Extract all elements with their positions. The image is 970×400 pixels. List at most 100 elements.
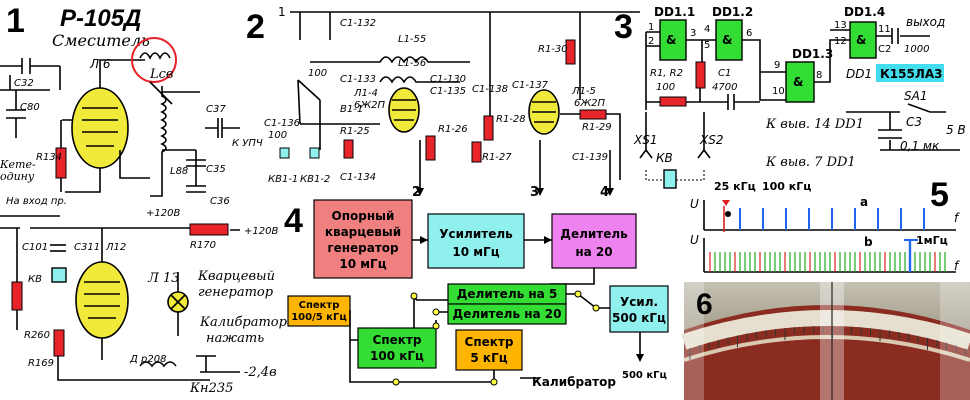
l12-label: Л12: [105, 242, 126, 253]
r129-label: R1-29: [582, 122, 612, 133]
v5-label: 5 В: [946, 123, 966, 137]
pin7-label: К выв. 7 DD1: [765, 155, 856, 170]
c3-value: 0,1 мк: [900, 139, 940, 153]
c80-label: C80: [20, 102, 40, 113]
xs2-label: XS2: [699, 133, 723, 147]
kvartsgen-label-2: генератор: [198, 285, 274, 300]
c1-label: C1: [718, 68, 731, 79]
v120-label: +120В: [146, 208, 180, 219]
v100-label: 100: [268, 130, 287, 141]
l155-label: L1-55: [398, 34, 426, 45]
c3-label: C3: [906, 115, 922, 129]
panel-number-3: 3: [614, 8, 633, 46]
spec100-line-2: 100 кГц: [370, 349, 424, 363]
spectrum-b-label: b: [864, 235, 873, 249]
c1-value: 4700: [712, 82, 737, 93]
axis-f-a: f: [954, 211, 960, 225]
r169-label: R169: [28, 358, 54, 369]
terminal-4: 4: [600, 185, 609, 200]
r126-label: R1-26: [438, 124, 468, 135]
panel-6-dial-photo: 6: [681, 282, 970, 400]
resistor-r170: [189, 223, 229, 236]
dr208-label: Д р208: [129, 354, 166, 365]
amp1-line-1: Усилитель: [439, 227, 513, 241]
l14b-label: 6Ж2П: [354, 100, 385, 111]
panel-1-mixer: 1 Р-105Д Смеситель C32 C80 Л 6 R134 Кете…: [0, 2, 288, 396]
pin-2: 2: [648, 36, 654, 47]
c2-value: 1000: [904, 44, 929, 55]
r127-label: R1-27: [482, 152, 512, 163]
vyhod-label: выход: [906, 15, 945, 29]
v24-label: -2,4в: [244, 365, 277, 380]
r128-label: R1-28: [496, 114, 526, 125]
dd11-label: DD1.1: [654, 5, 695, 19]
l14-label: Л1-4: [353, 88, 378, 99]
calib-label-1: Калибратор: [199, 315, 288, 330]
terminal-2: 2: [412, 185, 421, 200]
div20-line-1: Делитель: [560, 227, 628, 241]
f100-label: 100 кГц: [762, 180, 811, 193]
panel-number-4: 4: [284, 202, 303, 240]
crystal-kv11: [279, 147, 290, 159]
gate-dd11: [659, 19, 687, 61]
block-amplifier-10mhz: [427, 213, 525, 269]
chip-label: К155ЛА3: [880, 67, 942, 81]
l156-label: L1-56: [398, 58, 426, 69]
sa1-label: SA1: [904, 89, 927, 103]
resistor-r1: [659, 96, 687, 107]
pin-1: 1: [648, 22, 654, 33]
panel-5-spectrum: 5 U U f f 25 кГц 100 кГц a b 1мГц: [690, 176, 960, 273]
pin-10: 10: [772, 86, 785, 97]
panel-number-5: 5: [930, 176, 949, 214]
pin-8: 8: [816, 70, 822, 81]
f1m-label: 1мГц: [916, 234, 948, 247]
panel-3-logic: 3 DD1.1 DD1.2 DD1.4 & & & & DD1.3 1 2 3 …: [614, 5, 966, 189]
crystal-kv12: [309, 147, 320, 159]
highlight-circle-lsv: [131, 37, 177, 83]
amp2-line-2: 500 кГц: [612, 311, 666, 325]
kn235-label: Кн235: [189, 381, 233, 396]
resistor-r129: [579, 109, 607, 120]
c135-label: C1-135: [430, 86, 466, 97]
resistor-r125: [343, 139, 354, 159]
kv11-label: КВ1-1: [268, 174, 298, 185]
panel-number-2: 2: [246, 8, 265, 46]
spec100-line-1: Спектр: [373, 333, 422, 347]
crystal-kv: [51, 267, 67, 283]
pin-13: 13: [834, 20, 847, 31]
div20b-label: Делитель на 20: [453, 307, 562, 321]
spectrum-a-lines: [739, 208, 925, 230]
panel-4-block-diagram: 4 Опорный кварцевый генератор 10 мГц Уси…: [284, 199, 669, 389]
panel-1-title: Р-105Д: [60, 5, 141, 32]
panel-number-6: 6: [696, 288, 713, 321]
l88-label: L88: [170, 166, 188, 177]
block-divider-20b: [447, 303, 567, 325]
out500-label: 500 кГц: [622, 370, 667, 381]
dd14-label: DD1.4: [844, 5, 885, 19]
div5-label: Делитель на 5: [457, 287, 558, 301]
c139-label: C1-139: [572, 152, 608, 163]
axis-u-a: U: [690, 197, 699, 211]
axis-u-b: U: [690, 233, 699, 247]
dial-ticks: [689, 326, 966, 361]
block-oscillator: [313, 199, 413, 279]
v11-label: B1-1: [340, 104, 363, 115]
c35-label: C35: [206, 164, 226, 175]
r130-label: R1-30: [538, 44, 568, 55]
c2-label: C2: [878, 44, 891, 55]
l15-label: Л1-5: [571, 86, 596, 97]
block-spectrum-100khz: [357, 327, 437, 369]
resistor-r130: [565, 39, 576, 65]
block-spectrum-100-5: [287, 295, 351, 327]
c136-label: C1-136: [264, 118, 300, 129]
calib-block-label: Калибратор: [532, 375, 616, 389]
kvartsgen-label-1: Кварцевый: [197, 269, 275, 284]
pin-12: 12: [834, 36, 847, 47]
gate-dd12: [715, 19, 743, 61]
pin-9: 9: [774, 60, 780, 71]
r260-label: R260: [24, 330, 50, 341]
c1100-label: 100: [308, 68, 327, 79]
calib-label-2: нажать: [206, 331, 264, 346]
amp2-line-1: Усил.: [620, 295, 658, 309]
block-divider-20: [551, 213, 637, 269]
